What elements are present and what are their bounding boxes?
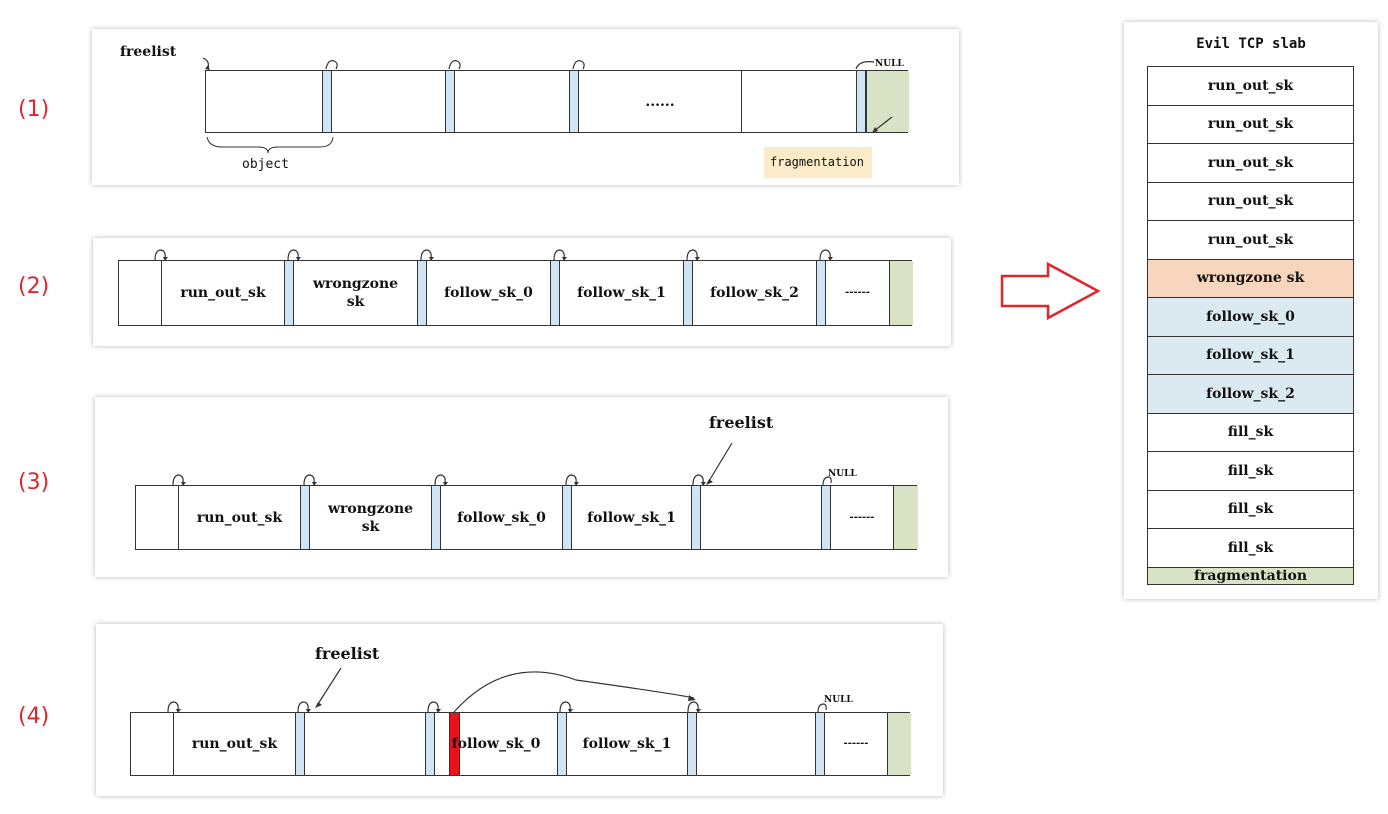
slab-row: fill_sk (1148, 491, 1353, 529)
object-label: object (242, 157, 289, 172)
null-label: NULL (828, 469, 857, 479)
fragment-block (887, 713, 911, 775)
fragment-block (889, 261, 913, 325)
cell-dash: ------ (843, 738, 869, 749)
slab-row: fill_sk (1148, 414, 1353, 452)
step-label-3: (3) (18, 470, 50, 495)
slab-strip: ...... (205, 70, 909, 133)
slab-row: fill_sk (1148, 452, 1353, 491)
cell-wrongzone-sk: wrongzone sk (312, 276, 399, 310)
panel-step-1: freelist NULL ...... object fragmentatio… (92, 29, 959, 185)
cell-follow-sk-1: follow_sk_1 (577, 285, 666, 301)
step-label-2: (2) (18, 274, 50, 299)
slab-row-follow: follow_sk_2 (1148, 375, 1353, 414)
slab-row: run_out_sk (1148, 106, 1353, 144)
cell-run-out-sk: run_out_sk (178, 486, 300, 549)
cell-wrongzone-sk: wrongzone sk (327, 500, 414, 535)
panel-step-4: freelist NULL run_out_sk follow_sk_0 fol… (96, 624, 943, 796)
panel2-arrows (154, 249, 833, 261)
slab-row-wrongzone: wrongzone sk (1148, 259, 1353, 298)
fragment-block (893, 486, 918, 549)
cell-follow-sk-0: follow_sk_0 (444, 285, 533, 301)
step-label-4: (4) (18, 704, 50, 729)
cell-run-out-sk: run_out_sk (173, 713, 295, 775)
step-label-1: (1) (18, 97, 50, 122)
slab-strip: run_out_sk wrongzone sk follow_sk_0 foll… (118, 260, 913, 326)
slab-row-fragmentation: fragmentation (1148, 567, 1353, 584)
null-label: NULL (824, 695, 853, 705)
freelist-label: freelist (315, 644, 380, 663)
panel1-arrows (202, 57, 893, 154)
dots-label: ...... (645, 93, 675, 110)
slab-row: run_out_sk (1148, 144, 1353, 183)
slab-row: run_out_sk (1148, 67, 1353, 106)
slab-row-follow: follow_sk_0 (1148, 298, 1353, 337)
panel3-arrows (172, 442, 832, 486)
fragmentation-label: fragmentation (764, 147, 872, 178)
cell-dash: ------ (849, 511, 875, 523)
slab-row: fill_sk (1148, 529, 1353, 568)
null-label: NULL (875, 59, 904, 69)
slab-row: run_out_sk (1148, 221, 1353, 260)
slab-table: run_out_sk run_out_sk run_out_sk run_out… (1147, 66, 1354, 585)
freelist-label: freelist (709, 413, 774, 432)
panel4-arrows (167, 667, 827, 713)
freelist-label: freelist (120, 44, 177, 60)
cell-follow-sk-1: follow_sk_1 (582, 736, 672, 752)
slab-strip: run_out_sk follow_sk_0 follow_sk_1 -----… (130, 712, 911, 776)
cell-follow-sk-0: follow_sk_0 (451, 736, 541, 752)
cell-follow-sk-2: follow_sk_2 (710, 285, 799, 301)
cell-run-out-sk: run_out_sk (161, 261, 284, 325)
panel-step-2: run_out_sk wrongzone sk follow_sk_0 foll… (93, 238, 951, 346)
corrupted-pointer (449, 713, 460, 775)
cell-dash: ------ (845, 287, 870, 298)
slab-strip: run_out_sk wrongzone sk follow_sk_0 foll… (135, 485, 918, 550)
cell-follow-sk-1: follow_sk_1 (587, 509, 676, 526)
cell-follow-sk-0: follow_sk_0 (457, 509, 546, 526)
evil-tcp-slab-panel: Evil TCP slab run_out_sk run_out_sk run_… (1124, 22, 1378, 599)
slab-row-follow: follow_sk_1 (1148, 336, 1353, 375)
fragment-block (866, 71, 909, 132)
slab-title: Evil TCP slab (1196, 36, 1306, 52)
panel-step-3: freelist NULL run_out_sk wrongzone sk fo… (95, 397, 948, 577)
slab-row: run_out_sk (1148, 183, 1353, 221)
